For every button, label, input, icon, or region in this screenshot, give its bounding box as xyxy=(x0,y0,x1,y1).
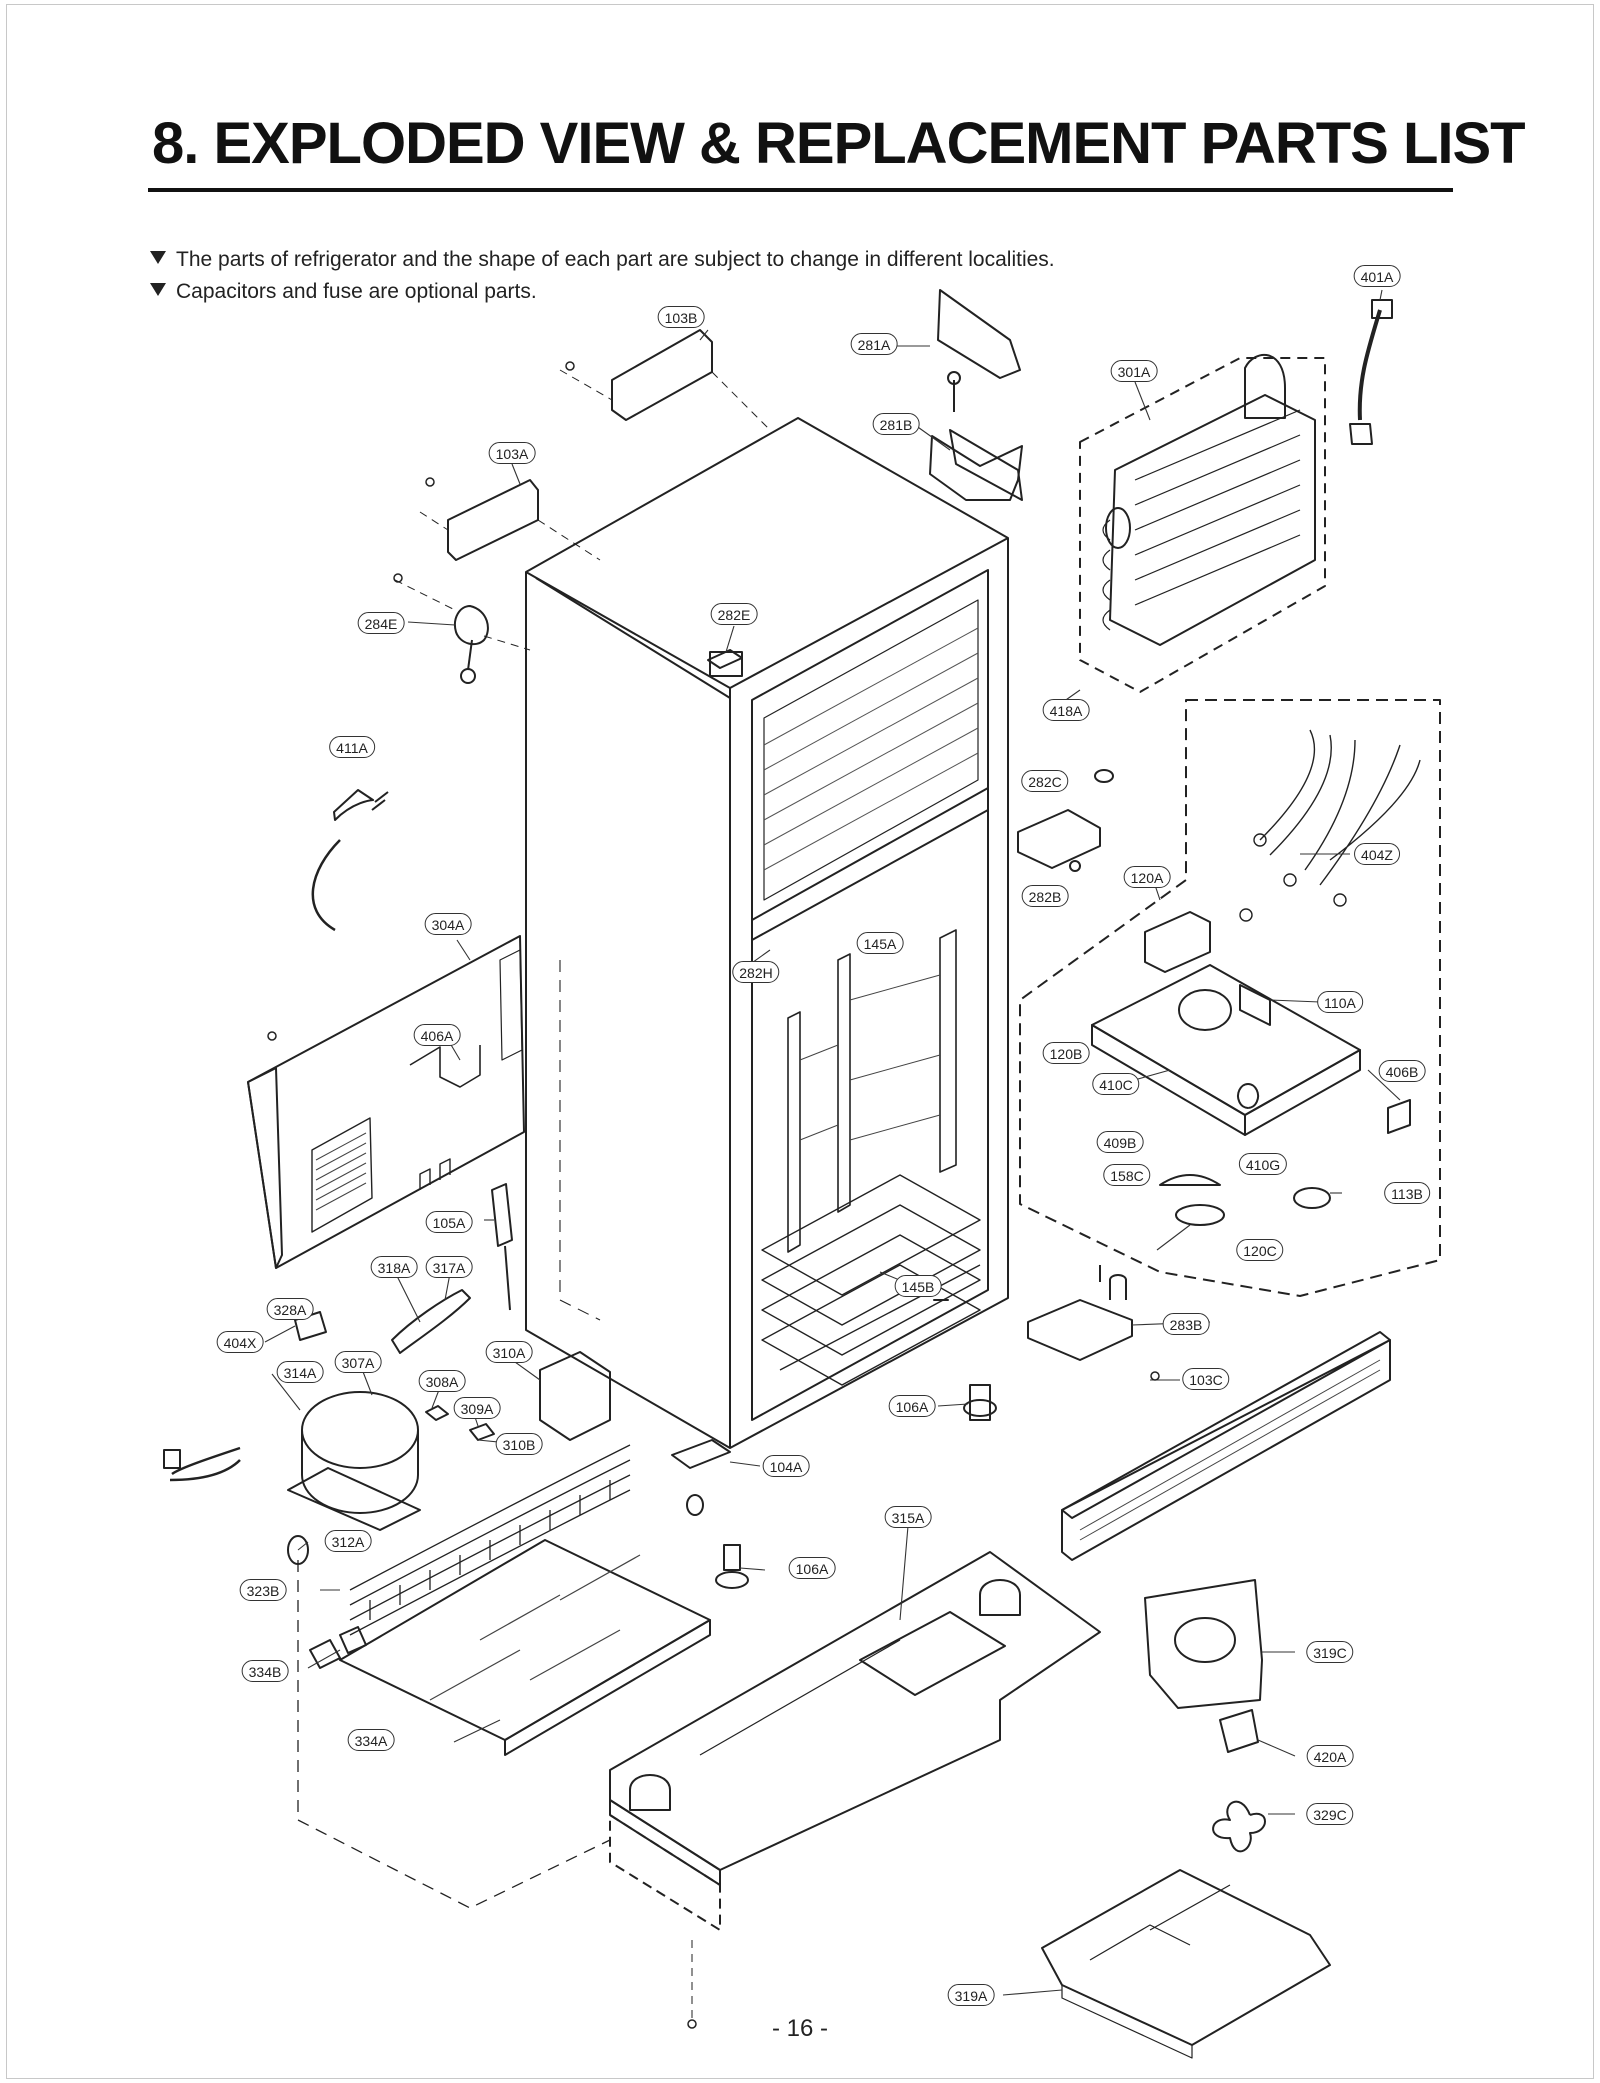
part-label: 301A xyxy=(1110,360,1158,382)
part-label: 106A xyxy=(788,1557,836,1579)
note-text: The parts of refrigerator and the shape … xyxy=(176,248,1055,271)
part-label: 120C xyxy=(1236,1239,1284,1261)
part-label: 319C xyxy=(1306,1641,1354,1663)
part-label: 120A xyxy=(1123,866,1171,888)
part-label: 410C xyxy=(1092,1073,1140,1095)
condenser-assembly xyxy=(309,1444,711,1756)
part-label: 319A xyxy=(947,1984,995,2006)
part-label: 158C xyxy=(1103,1164,1151,1186)
part-label: 282B xyxy=(1021,885,1069,907)
part-label: 317A xyxy=(425,1256,473,1278)
part-label: 284E xyxy=(357,612,405,634)
part-label: 314A xyxy=(276,1361,324,1383)
evaporator-assembly xyxy=(1079,353,1326,693)
power-cord-401A xyxy=(1349,299,1393,445)
part-label: 404Z xyxy=(1354,843,1400,865)
part-label: 145B xyxy=(894,1275,942,1297)
part-label: 282H xyxy=(732,961,780,983)
drain-fan-assembly xyxy=(1041,1579,1331,2059)
triangle-bullet-icon xyxy=(150,283,166,296)
part-label: 145A xyxy=(856,932,904,954)
part-label: 103A xyxy=(488,442,536,464)
power-plug-411A xyxy=(311,789,389,932)
part-label: 110A xyxy=(1317,991,1363,1013)
compressor-assembly xyxy=(163,1289,611,1565)
part-label: 406A xyxy=(413,1024,461,1046)
part-label: 104A xyxy=(762,1455,810,1477)
page-number: - 16 - xyxy=(771,2015,828,2042)
part-label: 120B xyxy=(1042,1042,1090,1064)
part-label: 406B xyxy=(1378,1060,1426,1082)
part-label: 282C xyxy=(1021,770,1069,792)
part-label: 418A xyxy=(1042,699,1090,721)
front-grille-103C xyxy=(1061,1331,1391,1561)
part-label: 310B xyxy=(495,1433,543,1455)
title-underline xyxy=(148,188,1453,192)
part-label: 281B xyxy=(872,413,920,435)
part-label: 283B xyxy=(1162,1313,1210,1335)
part-label: 401A xyxy=(1353,265,1401,287)
part-label: 323B xyxy=(239,1579,287,1601)
part-label: 334A xyxy=(347,1729,395,1751)
note-item: Capacitors and fuse are optional parts. xyxy=(150,276,1055,308)
part-label: 410G xyxy=(1238,1153,1288,1175)
control-box-assembly xyxy=(1019,699,1441,1297)
page-frame xyxy=(6,4,1594,2079)
part-label: 334B xyxy=(241,1660,289,1682)
part-label: 315A xyxy=(884,1506,932,1528)
part-label: 312A xyxy=(324,1530,372,1552)
part-label: 307A xyxy=(334,1351,382,1373)
rear-cover-304A xyxy=(247,935,525,1269)
part-label: 409B xyxy=(1096,1131,1144,1153)
part-label: 411A xyxy=(329,736,375,758)
bottom-hinge-283B xyxy=(1027,1265,1133,1361)
note-text: Capacitors and fuse are optional parts. xyxy=(176,280,537,303)
part-label: 113B xyxy=(1384,1182,1430,1204)
part-label: 329C xyxy=(1306,1803,1354,1825)
part-label: 103C xyxy=(1182,1368,1230,1390)
part-label: 420A xyxy=(1306,1745,1354,1767)
part-label: 309A xyxy=(453,1397,501,1419)
page-title: 8. EXPLODED VIEW & REPLACEMENT PARTS LIS… xyxy=(152,111,1526,176)
part-label: 328A xyxy=(266,1298,314,1320)
part-label: 318A xyxy=(370,1256,418,1278)
part-label: 103B xyxy=(657,306,705,328)
part-label: 404X xyxy=(216,1331,264,1353)
part-label: 281A xyxy=(850,333,898,355)
top-hinge-parts xyxy=(394,289,1023,1301)
part-label: 308A xyxy=(418,1370,466,1392)
base-plate-315A xyxy=(609,1551,1101,2020)
refrigerator-cabinet xyxy=(525,417,1009,1449)
part-label: 282E xyxy=(710,603,758,625)
part-label: 304A xyxy=(424,913,472,935)
note-item: The parts of refrigerator and the shape … xyxy=(150,244,1055,276)
triangle-bullet-icon xyxy=(150,251,166,264)
notes: The parts of refrigerator and the shape … xyxy=(150,244,1055,308)
part-label: 105A xyxy=(425,1211,473,1233)
part-label: 106A xyxy=(888,1395,936,1417)
leveling-legs xyxy=(671,1384,997,1589)
part-label: 310A xyxy=(485,1341,533,1363)
dryer-105A xyxy=(491,1183,513,1311)
middle-hinge-parts xyxy=(1017,769,1114,872)
